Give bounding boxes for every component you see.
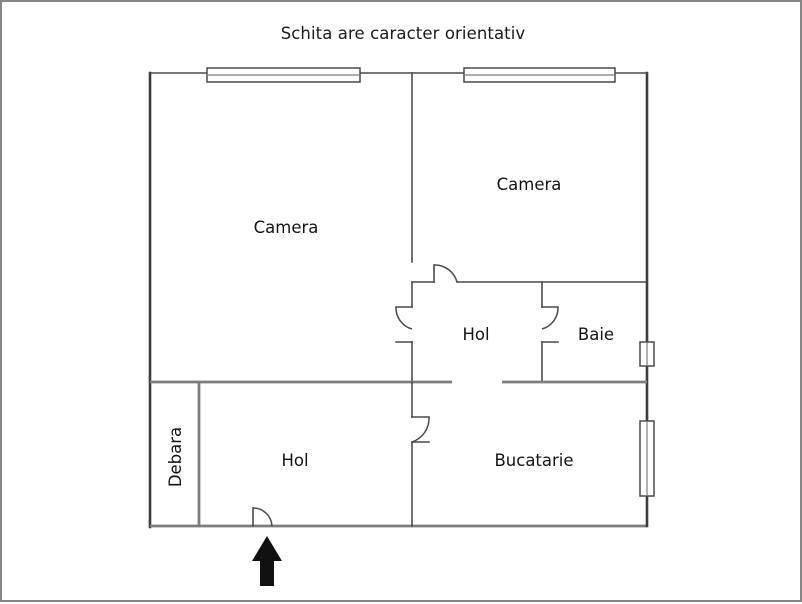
entrance-arrow xyxy=(252,536,282,586)
room-label-baie: Baie xyxy=(578,325,614,344)
door-entrance xyxy=(252,507,273,527)
window-right-baie xyxy=(639,341,655,367)
interior-walls xyxy=(150,72,648,527)
door-hol-west xyxy=(395,306,413,330)
room-labels: Camera Camera Hol Baie Debara Hol Bucata… xyxy=(166,175,614,487)
windows xyxy=(206,67,655,497)
door-camera-right-to-hol xyxy=(433,264,458,283)
room-label-hol-bottom: Hol xyxy=(281,451,308,470)
room-label-camera-left: Camera xyxy=(254,218,319,237)
door-hol-bottom xyxy=(411,416,430,443)
page-title: Schita are caracter orientativ xyxy=(280,24,526,43)
door-baie xyxy=(541,306,559,330)
room-label-debara: Debara xyxy=(166,427,185,487)
room-label-hol-middle: Hol xyxy=(462,325,489,344)
window-right-kitchen xyxy=(639,420,655,497)
window-top-right xyxy=(463,67,616,83)
room-label-camera-right: Camera xyxy=(497,175,562,194)
window-top-left xyxy=(206,67,361,83)
doors xyxy=(252,264,559,527)
room-label-bucatarie: Bucatarie xyxy=(494,451,573,470)
